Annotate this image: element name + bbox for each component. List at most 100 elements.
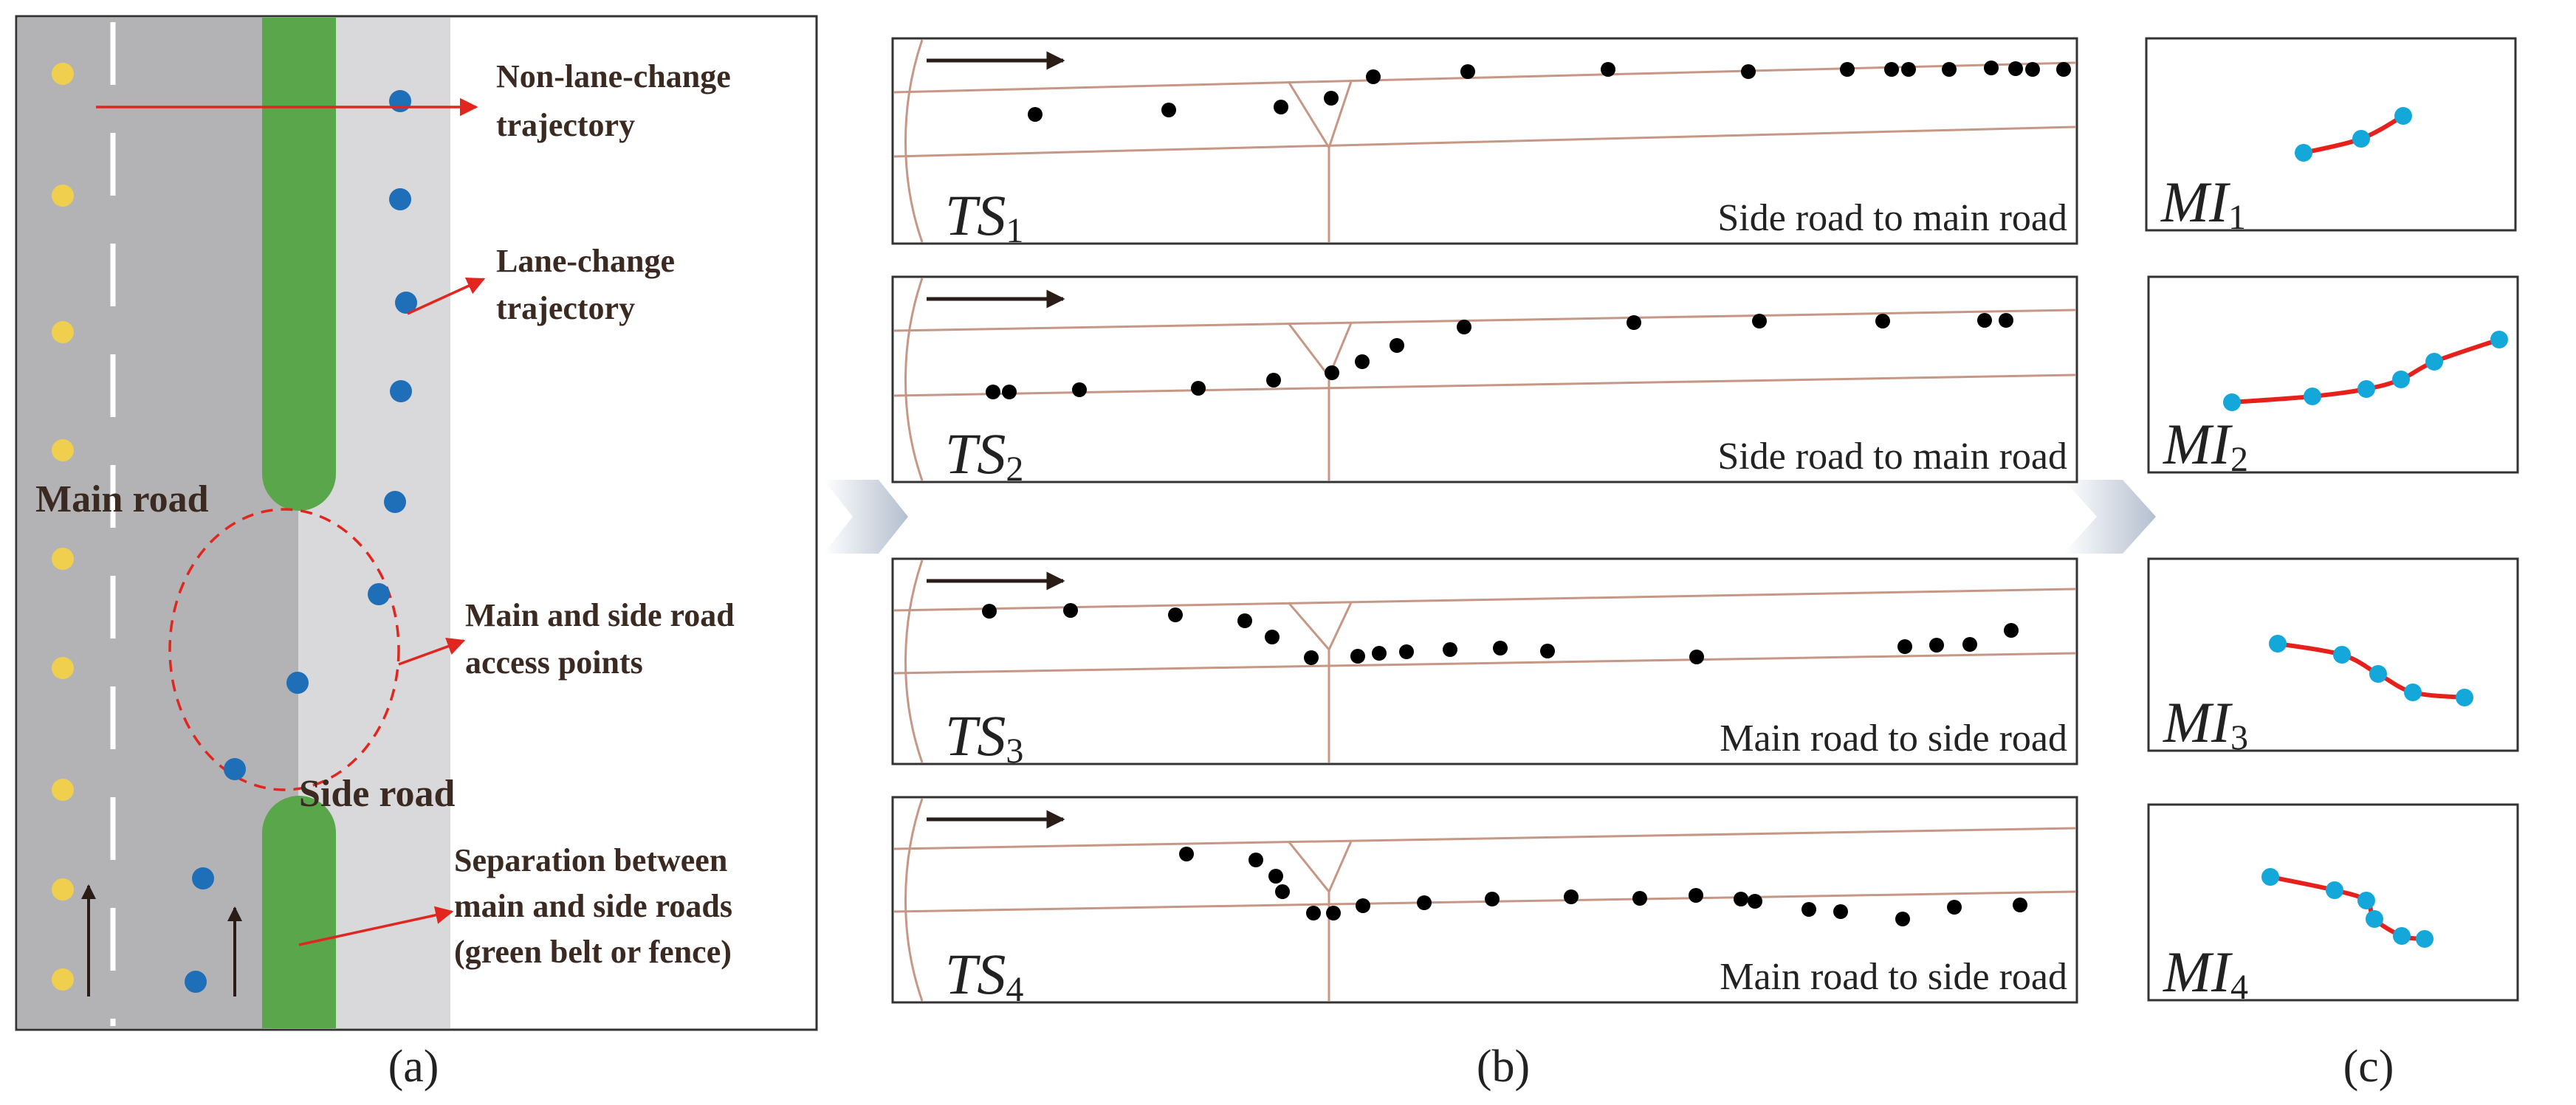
mi-point [2295, 144, 2312, 162]
panel-c-caption: (c) [2343, 1042, 2394, 1092]
trajectory-point [389, 90, 411, 112]
motion-increment-2: MI2 [2147, 275, 2519, 479]
trajectory-point [185, 971, 207, 993]
mi-point [2490, 331, 2508, 348]
motion-increment-1: MI1 [2145, 37, 2517, 237]
mi-curve [2231, 337, 2500, 405]
trajectory-point [1493, 641, 1508, 655]
trajectory-point [1072, 382, 1087, 397]
trajectory-point [286, 672, 309, 694]
panel-b-caption: (b) [1477, 1042, 1530, 1092]
mi-point [2326, 881, 2343, 899]
trajectory-point [1540, 644, 1555, 658]
trajectory-point [52, 968, 74, 991]
main-road-surface [18, 18, 298, 1028]
motion-increment-4: MI4 [2147, 803, 2519, 1007]
trajectory-point [52, 548, 74, 570]
mi-point [2223, 393, 2241, 411]
trajectory-point [384, 491, 406, 513]
trajectory-point [1947, 900, 1962, 915]
mi-point [2404, 684, 2422, 701]
mi-point [2369, 665, 2387, 683]
ts-description: Main road to side road [1720, 717, 2067, 760]
trajectory-point [1901, 62, 1916, 77]
trajectory-point [1237, 613, 1252, 628]
trajectory-point [368, 583, 390, 605]
trajectory-point [1601, 62, 1615, 77]
trajectory-point [224, 758, 246, 780]
trajectory-point [1984, 61, 1999, 75]
trajectory-point [1627, 315, 1641, 330]
trajectory-point [52, 185, 74, 207]
separation-annotation: Separation between main and side roads (… [454, 842, 741, 970]
green-belt-lower [262, 796, 336, 1028]
trajectory-point [1168, 607, 1183, 622]
mi-point [2394, 107, 2412, 125]
trajectory-point [1399, 644, 1414, 659]
trajectory-point [1028, 107, 1043, 122]
mi-point [2304, 388, 2321, 405]
trajectory-point [1324, 91, 1339, 106]
trajectory-point [1962, 637, 1977, 652]
ts-description: Main road to side road [1720, 956, 2067, 998]
trajectory-point [2004, 623, 2019, 638]
trajectory-point [1372, 646, 1387, 661]
trajectory-point [1741, 64, 1756, 79]
trajectory-point [52, 657, 74, 679]
road-edge-curve [904, 798, 924, 1002]
road-line-lower [893, 374, 2076, 397]
ts-label: TS1 [945, 183, 1023, 250]
trajectory-point [1840, 62, 1855, 77]
motion-increment-3: MI3 [2147, 557, 2519, 757]
road-line-lower [893, 652, 2076, 675]
non-lane-change-annotation: Non-lane-change trajectory [496, 58, 739, 143]
junction-line [1287, 602, 1330, 650]
ts-description: Side road to main road [1717, 197, 2067, 239]
green-belt-upper [262, 18, 336, 511]
trajectory-point [1063, 603, 1078, 618]
trajectory-point [1875, 314, 1890, 328]
trajectory-point [1977, 313, 1992, 328]
mi-point [2416, 930, 2434, 948]
mi-label: MI4 [2163, 940, 2248, 1007]
mi-point [2425, 353, 2443, 371]
separation-pointer [298, 906, 454, 946]
flow-chevron-b-to-c [2064, 480, 2156, 554]
trajectory-point [1897, 639, 1912, 654]
side-road-label: Side road [299, 773, 456, 815]
road-edge-curve [904, 278, 924, 481]
trajectory-point [1417, 895, 1432, 910]
trajectory-point [1325, 365, 1339, 380]
trajectory-point [1632, 891, 1647, 906]
trajectory-sequence-1: TS1 Side road to main road [891, 37, 2078, 250]
mi-point [2357, 380, 2375, 398]
road-edge-curve [904, 39, 924, 243]
trajectory-point [2008, 61, 2023, 76]
lane-change-pointer [407, 278, 486, 315]
road-line-upper [893, 61, 2076, 94]
trajectory-point [1999, 313, 2013, 328]
trajectory-point [1485, 892, 1500, 906]
trajectory-point [1366, 69, 1381, 84]
trajectory-point [390, 380, 412, 402]
ts-label: TS2 [945, 421, 1023, 489]
trajectory-point [2025, 62, 2040, 77]
junction-line [1328, 602, 1353, 650]
trajectory-point [52, 321, 74, 343]
trajectory-point [1266, 373, 1281, 388]
mi-frame [2147, 275, 2519, 474]
road-line-upper [893, 588, 2076, 612]
mi-point [2269, 635, 2287, 653]
trajectory-point [1161, 103, 1176, 117]
trajectory-point [1265, 630, 1280, 644]
panel-a-caption: (a) [388, 1042, 439, 1092]
trajectory-point [1179, 847, 1194, 861]
trajectory-point [1268, 869, 1283, 884]
trajectory-point [1248, 853, 1263, 867]
trajectory-point [2013, 898, 2027, 912]
trajectory-point [1002, 385, 1017, 399]
